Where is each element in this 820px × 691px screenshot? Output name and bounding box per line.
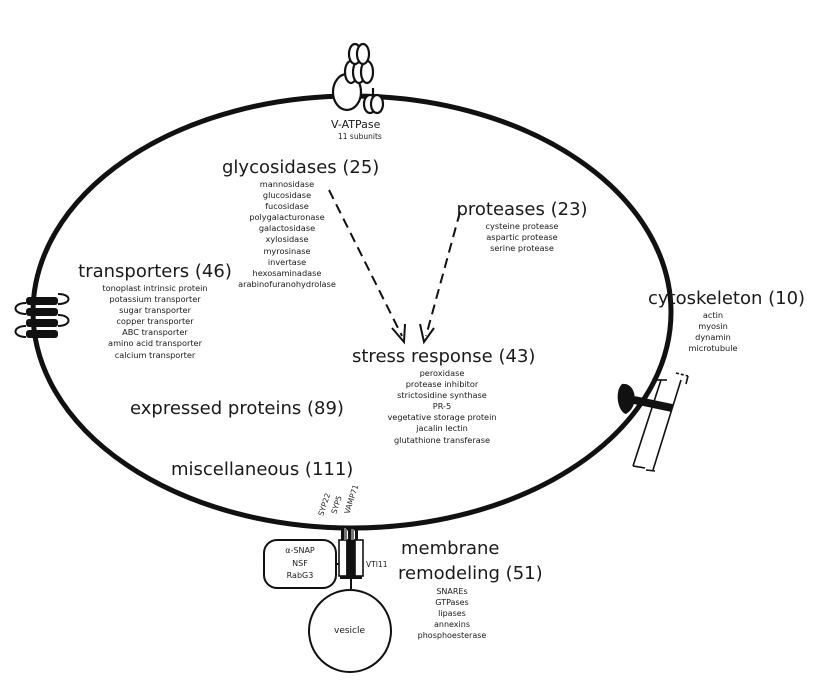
protease-item: serine protease [490,243,554,254]
cytoskeleton-group: cytoskeleton (10) actin myosin dynamin m… [648,288,806,354]
membrane-item: SNAREs [436,587,468,596]
glycosidase-item: xylosidase [265,234,309,245]
expressed-proteins-title: expressed proteins (89) [130,398,344,419]
protease-item: cysteine protease [485,221,559,231]
vti11-label: VTI11 [366,560,388,569]
vesicle-icon [308,589,392,673]
transporter-item: ABC transporter [122,327,188,338]
complex-item: RabG3 [286,571,314,580]
membrane-item: lipases [438,609,466,618]
transporter-item: tonoplast intrinsic protein [102,283,208,293]
transporter-helix-icon [14,293,70,338]
membrane-item: phosphoesterase [417,631,487,640]
proteases-group: proteases (23) cysteine protease asparti… [456,199,588,254]
cytoskeleton-item: myosin [698,321,728,332]
cytoskeleton-filament-icon [617,372,689,472]
membrane-remodeling-title-2: remodeling (51) [398,563,543,584]
miscellaneous-title: miscellaneous (111) [171,459,354,480]
membrane-item: GTPases [435,598,469,607]
glycosidase-item: hexosaminadase [252,267,322,278]
membrane-remodeling-items: SNAREs GTPases lipases annexins phosphoe… [412,585,492,641]
glycosidase-item: polygalacturonase [249,212,325,223]
arrow-proteases-to-stress [419,211,461,345]
glycosidase-item: myrosinase [263,245,311,256]
vti11-bar [347,540,355,576]
glycosidase-item: arabinofuranohydrolase [238,278,336,289]
protease-item: aspartic protease [486,232,558,243]
v-atpase-icon [331,42,385,115]
stress-item: protease inhibitor [405,379,479,390]
glycosidases-group: glycosidases (25) mannosidase glucosidas… [222,157,380,290]
membrane-item: annexins [433,620,471,629]
transporter-item: calcium transporter [114,349,196,360]
glycosidase-item: fucosidase [265,201,309,212]
stress-item: vegetative storage protein [387,412,497,423]
cytoskeleton-item: dynamin [695,332,731,343]
v-atpase-subunits: 11 subunits [338,132,382,141]
membrane-remodeling-title-1: membrane [401,538,500,559]
transporter-item: potassium transporter [109,294,201,305]
glycosidase-item: invertase [267,256,307,267]
transporter-item: copper transporter [116,316,194,327]
arrow-glycosidases-to-stress [328,189,406,345]
complex-item: NSF [292,558,308,568]
stress-item: PR-5 [432,401,452,412]
v-atpase-label: V-ATPase [331,118,381,131]
stress-item: peroxidase [419,368,465,378]
stress-item: strictosidine synthase [397,390,487,401]
proteases-title: proteases (23) [456,199,588,220]
stress-response-title: stress response (43) [352,346,536,367]
cytoskeleton-item: actin [702,310,724,320]
transporters-title: transporters (46) [78,261,232,282]
stress-item: glutathione transferase [393,434,491,445]
glycosidases-title: glycosidases (25) [222,157,380,178]
glycosidase-item: glucosidase [262,190,312,201]
transporters-group: transporters (46) tonoplast intrinsic pr… [75,261,235,361]
complex-item: α-SNAP [285,546,315,555]
glycosidase-item: mannosidase [259,179,315,189]
transporter-item: amino acid transporter [108,338,202,349]
cytoskeleton-title: cytoskeleton (10) [648,288,806,309]
stress-item: jacalin lectin [416,423,468,434]
stress-response-group: stress response (43) peroxidase protease… [352,346,536,446]
cytoskeleton-item: microtubule [688,343,738,354]
snare-complex-box-text: α-SNAP NSF RabG3 [264,544,336,583]
transporter-item: sugar transporter [119,305,191,316]
vesicle-label: vesicle [334,626,366,636]
glycosidase-item: galactosidase [258,223,316,234]
snare-complex-icon [263,526,364,590]
